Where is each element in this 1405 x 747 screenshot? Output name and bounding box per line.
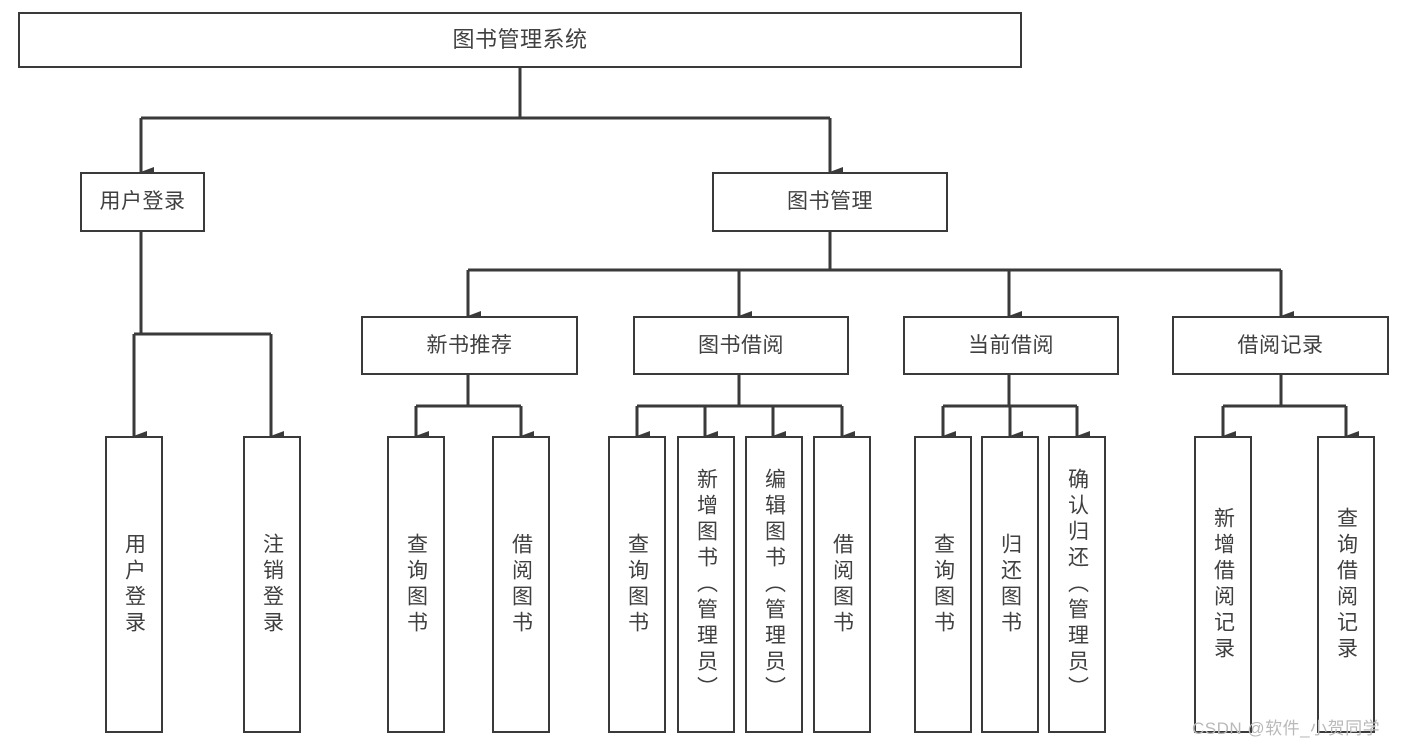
node-book-manage-label: 图书管理 <box>787 190 873 214</box>
node-user-login[interactable]: 用户登录 <box>80 172 205 232</box>
leaf-new-book-query[interactable]: 查询图书 <box>387 436 445 733</box>
leaf-borrow-query-book-label: 查询图书 <box>625 532 649 637</box>
leaf-new-book-borrow-label: 借阅图书 <box>509 532 533 637</box>
leaf-current-confirm-return-label: 确认归还（管理员） <box>1065 467 1089 702</box>
node-book-borrow[interactable]: 图书借阅 <box>633 316 849 375</box>
node-user-login-label: 用户登录 <box>99 190 186 214</box>
node-new-book-recommend[interactable]: 新书推荐 <box>361 316 578 375</box>
node-root-label: 图书管理系统 <box>452 26 588 52</box>
leaf-records-query-record[interactable]: 查询借阅记录 <box>1317 436 1375 733</box>
leaf-borrow-edit-book-label: 编辑图书（管理员） <box>762 467 786 702</box>
leaf-user-login-logout[interactable]: 注销登录 <box>243 436 301 733</box>
leaf-borrow-borrow-book[interactable]: 借阅图书 <box>813 436 871 733</box>
leaf-current-query-book[interactable]: 查询图书 <box>914 436 972 733</box>
leaf-borrow-add-book[interactable]: 新增图书（管理员） <box>677 436 735 733</box>
leaf-records-add-record[interactable]: 新增借阅记录 <box>1194 436 1252 733</box>
leaf-new-book-borrow[interactable]: 借阅图书 <box>492 436 550 733</box>
leaf-records-query-record-label: 查询借阅记录 <box>1334 506 1358 663</box>
leaf-borrow-borrow-book-label: 借阅图书 <box>830 532 854 637</box>
leaf-records-add-record-label: 新增借阅记录 <box>1211 506 1235 663</box>
leaf-borrow-edit-book[interactable]: 编辑图书（管理员） <box>745 436 803 733</box>
leaf-user-login-logout-label: 注销登录 <box>260 532 284 637</box>
leaf-borrow-query-book[interactable]: 查询图书 <box>608 436 666 733</box>
node-book-borrow-label: 图书借阅 <box>698 333 784 357</box>
leaf-current-return-book[interactable]: 归还图书 <box>981 436 1039 733</box>
node-current-borrow[interactable]: 当前借阅 <box>903 316 1119 375</box>
leaf-current-confirm-return[interactable]: 确认归还（管理员） <box>1048 436 1106 733</box>
node-borrow-records[interactable]: 借阅记录 <box>1172 316 1389 375</box>
node-new-book-recommend-label: 新书推荐 <box>426 333 513 357</box>
node-book-manage[interactable]: 图书管理 <box>712 172 948 232</box>
node-current-borrow-label: 当前借阅 <box>968 333 1054 357</box>
leaf-user-login-login[interactable]: 用户登录 <box>105 436 163 733</box>
leaf-current-query-book-label: 查询图书 <box>931 532 955 637</box>
node-borrow-records-label: 借阅记录 <box>1237 333 1324 357</box>
node-root[interactable]: 图书管理系统 <box>18 12 1022 68</box>
leaf-user-login-login-label: 用户登录 <box>122 532 146 637</box>
leaf-borrow-add-book-label: 新增图书（管理员） <box>694 467 718 702</box>
leaf-new-book-query-label: 查询图书 <box>404 532 428 637</box>
leaf-current-return-book-label: 归还图书 <box>998 532 1022 637</box>
